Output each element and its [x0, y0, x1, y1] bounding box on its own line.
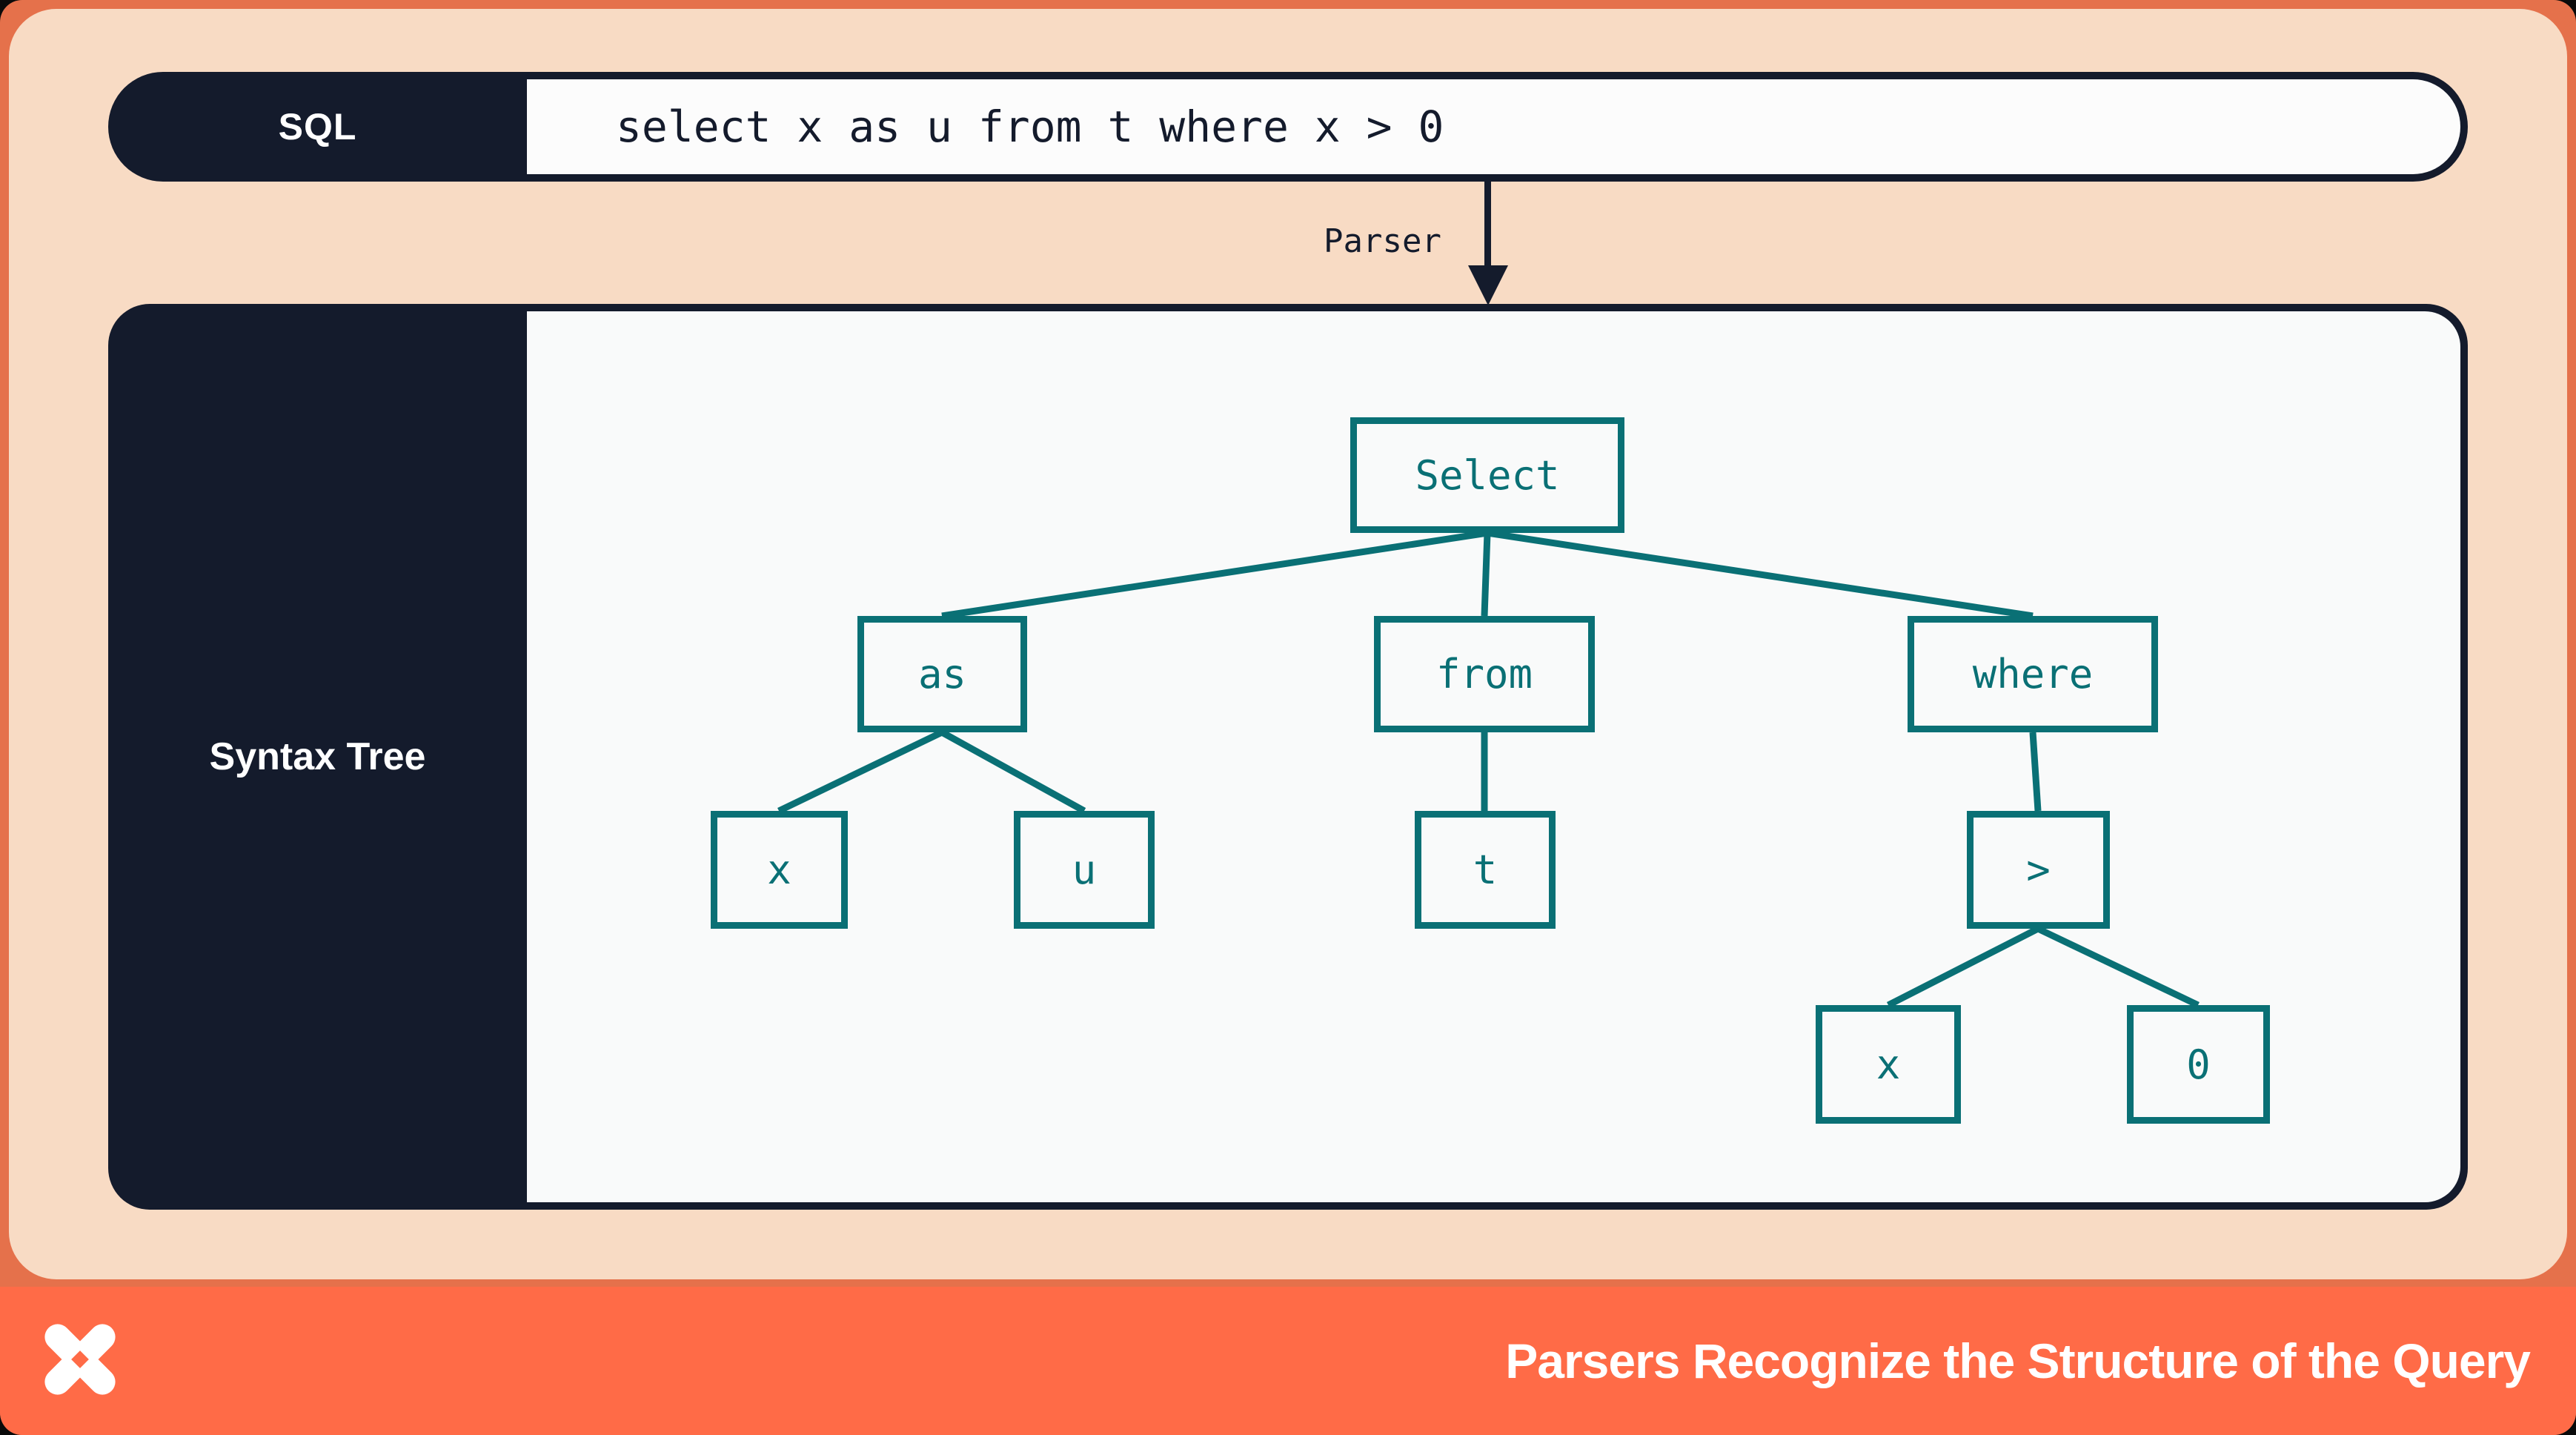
parser-label: Parser — [1324, 222, 1441, 260]
tree-node-x-right: x — [1816, 1005, 1961, 1124]
tree-node-t: t — [1415, 811, 1556, 929]
parser-arrow-head-icon — [1468, 265, 1508, 305]
tree-node-from: from — [1374, 616, 1595, 732]
sql-query-field — [527, 79, 2460, 174]
tree-node-as: as — [857, 616, 1027, 732]
footer-title: Parsers Recognize the Structure of the Q… — [1505, 1333, 2531, 1388]
syntax-tree-label: Syntax Tree — [209, 735, 426, 778]
tree-node-where: where — [1908, 616, 2158, 732]
footer-bar: Parsers Recognize the Structure of the Q… — [0, 1287, 2576, 1435]
tree-node-gt: > — [1967, 811, 2110, 929]
sql-bar-label: SQL — [278, 106, 357, 148]
sql-bar: SQL select x as u from t where x > 0 — [108, 72, 2468, 182]
sql-query-text: select x as u from t where x > 0 — [616, 102, 1444, 152]
tree-node-select: Select — [1350, 417, 1624, 533]
tree-node-x-left: x — [711, 811, 848, 929]
tree-node-u: u — [1014, 811, 1155, 929]
parser-arrow-line — [1484, 182, 1491, 269]
syntax-tree-panel: Syntax Tree Select as from where x u t >… — [108, 304, 2468, 1210]
tree-node-zero: 0 — [2127, 1005, 2270, 1124]
tree-edges-icon — [777, 529, 2200, 1009]
dolt-pinwheel-logo-icon — [44, 1324, 116, 1395]
